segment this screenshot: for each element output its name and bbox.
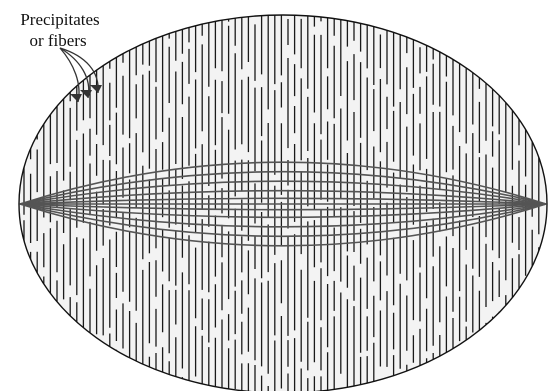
annotation-label-line2: or fibers: [29, 31, 86, 50]
ellipse-body: [19, 15, 547, 391]
annotation-label-line1: Precipitates: [20, 10, 99, 29]
